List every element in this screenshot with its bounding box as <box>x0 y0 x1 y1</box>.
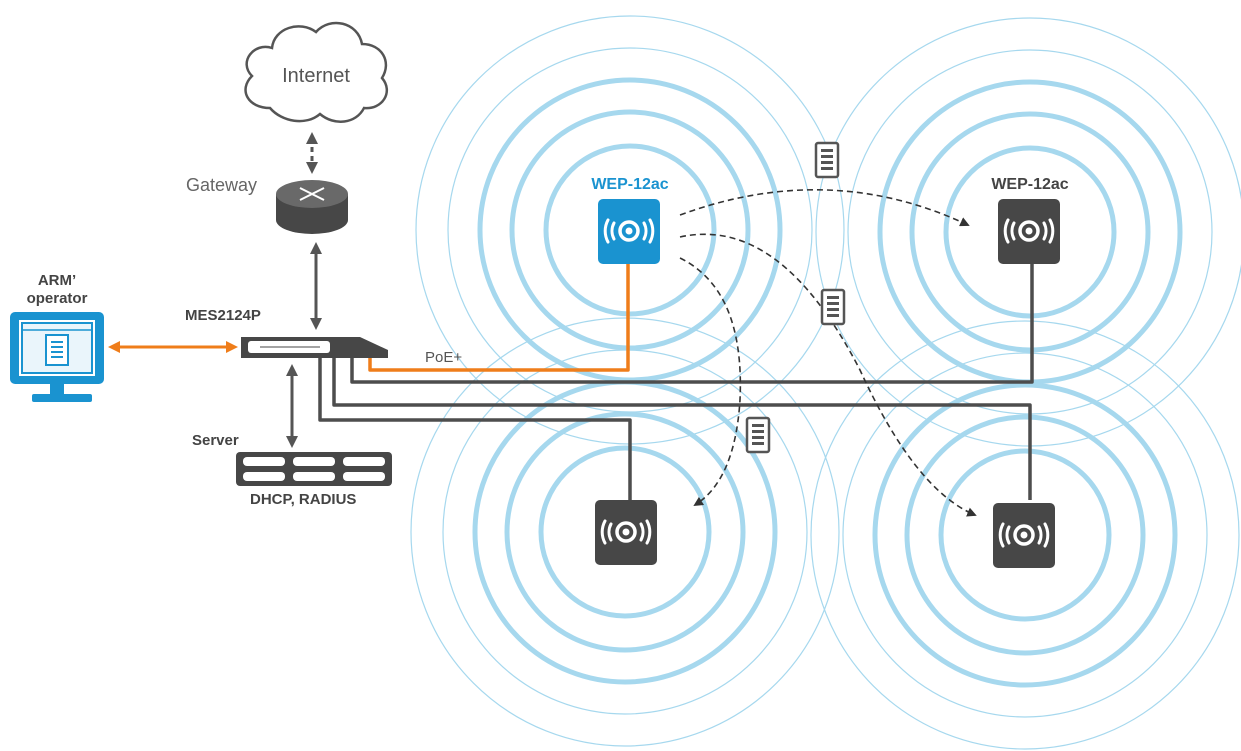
poe-link-main-ap <box>368 263 630 372</box>
link-bottom-left-ap <box>318 358 632 500</box>
operator-label-line2: operator <box>27 290 88 307</box>
main-ap-label: WEP-12ac <box>591 176 668 193</box>
gateway-label: Gateway <box>186 175 257 195</box>
wireless-arrow-to-bottom-right <box>679 233 977 517</box>
document-icon <box>814 141 840 179</box>
right-ap-label: WEP-12ac <box>991 176 1068 193</box>
wireless-links <box>679 189 977 517</box>
wireless-arrow-to-top-right <box>679 189 970 227</box>
link-bottom-right-ap <box>332 358 1032 500</box>
server-services-label: DHCP, RADIUS <box>250 491 356 508</box>
wifi-access-point-icon <box>993 503 1055 568</box>
router-icon <box>276 180 348 234</box>
switch-label: MES2124P <box>185 307 261 324</box>
document-icon <box>820 288 846 326</box>
cloud-icon <box>244 21 389 123</box>
server-label: Server <box>192 432 239 449</box>
poe-label: PoE+ <box>425 349 462 366</box>
internet-label: Internet <box>282 65 350 87</box>
link-top-right-ap <box>350 262 1034 384</box>
wireless-arrow-to-bottom-left <box>679 257 742 507</box>
server-icon <box>236 452 392 486</box>
operator-label-line1: ARM’ <box>38 272 76 289</box>
wifi-access-point-icon <box>598 199 660 264</box>
document-icon <box>745 416 771 454</box>
wifi-access-point-icon <box>998 199 1060 264</box>
wifi-access-point-icon <box>595 500 657 565</box>
wired-links <box>318 262 1034 500</box>
switch-icon <box>241 337 388 358</box>
monitor-icon <box>10 312 104 402</box>
coverage-zone-bottom-right <box>810 320 1240 750</box>
